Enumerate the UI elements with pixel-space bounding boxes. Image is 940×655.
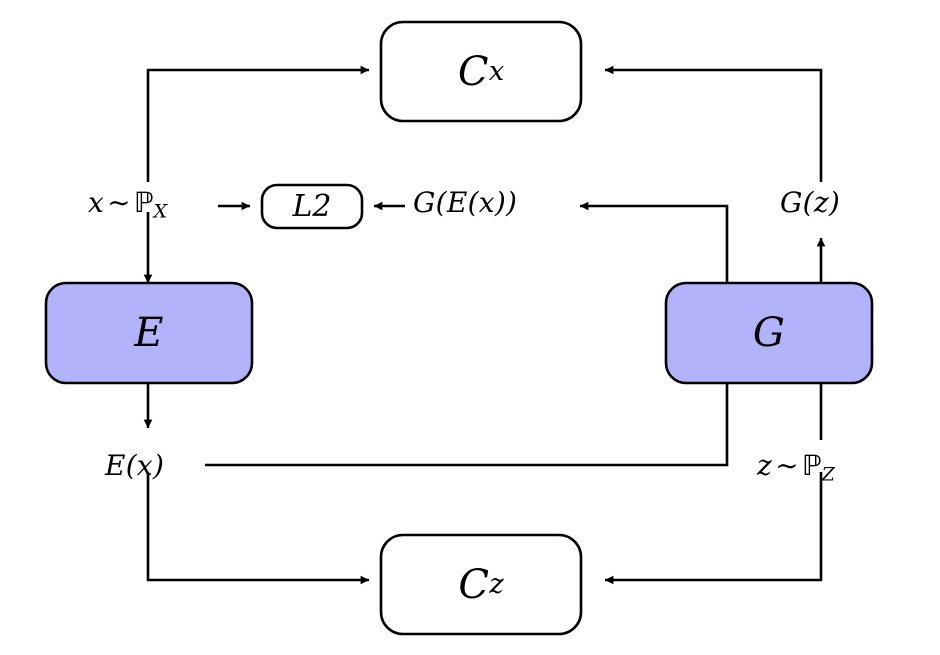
- gz-text: G(z): [780, 186, 841, 219]
- z-variable: z: [757, 449, 772, 482]
- x-relation-symbol: ∼: [107, 186, 131, 219]
- z-distribution-symbol: ℙ: [801, 449, 822, 482]
- critic-z-box[interactable]: [379, 533, 583, 636]
- z-to-critic-z-edge: [604, 472, 823, 585]
- gz-to-critic-x-edge: [604, 65, 823, 182]
- generator-to-gex-edge: [579, 201, 729, 283]
- generator-of-encoder-x-label: G(E(x)): [413, 186, 517, 219]
- ex-text: E(x): [105, 449, 165, 482]
- generator-of-z-label: G(z): [780, 186, 840, 219]
- z-distribution-label: z∼ℙZ: [757, 449, 835, 485]
- encoder-box[interactable]: [44, 281, 254, 385]
- l2-box[interactable]: [260, 183, 364, 230]
- critic-x-box[interactable]: [379, 20, 583, 123]
- z-distribution-subscript: Z: [821, 463, 835, 486]
- ex-to-generator-edge: [205, 383, 729, 467]
- gex-text: G(E(x)): [413, 186, 518, 219]
- x-distribution-label: x∼ℙX: [88, 186, 167, 222]
- generator-box[interactable]: [664, 281, 874, 385]
- x-distribution-symbol: ℙ: [133, 186, 154, 219]
- x-variable: x: [88, 186, 104, 219]
- x-distribution-subscript: X: [153, 200, 168, 223]
- encoder-of-x-label: E(x): [105, 449, 164, 482]
- x-to-critic-x-edge: [146, 65, 370, 182]
- ex-to-critic-z-edge: [146, 472, 370, 585]
- z-relation-symbol: ∼: [775, 449, 799, 482]
